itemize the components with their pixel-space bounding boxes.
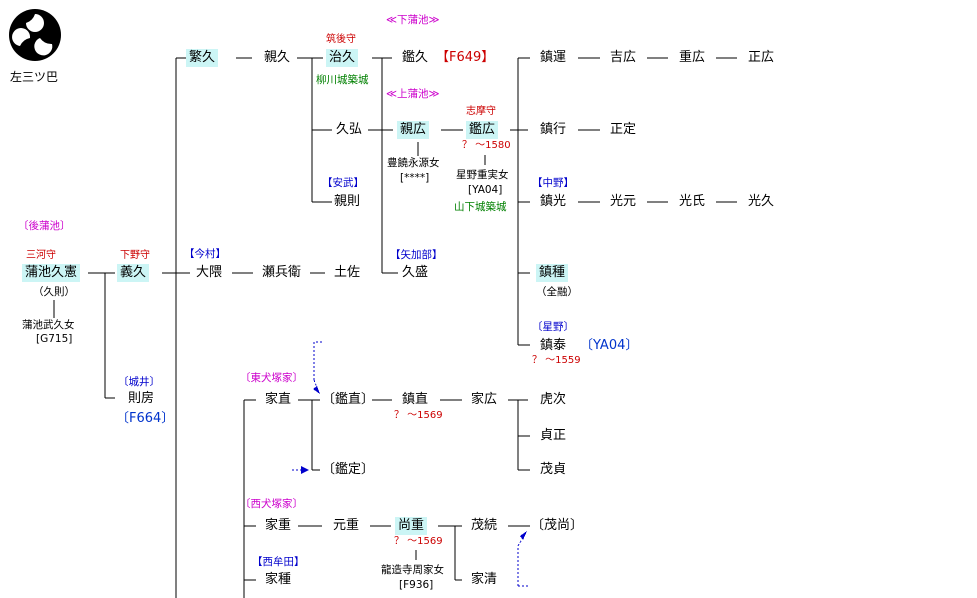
person-chikahiro: 親広 — [397, 121, 430, 139]
person-hisahiro: 久弘 — [336, 122, 363, 137]
branch-nakano: 【中野】 — [532, 177, 574, 189]
person-shigeyuki2: 鎮行 — [540, 122, 567, 137]
branch-imamura: 【今村】 — [184, 248, 226, 260]
tomoe-crest-icon — [9, 9, 61, 61]
person-chikahiro-wife: 豊饒永源女 — [387, 157, 440, 169]
person-yoshihiro: 吉広 — [610, 50, 637, 65]
person-norifusa: 則房 — [128, 391, 155, 406]
person-akihiro-wife: 星野重実女 — [456, 169, 509, 181]
person-kamachi-hisanori: 蒲池久憲 — [22, 264, 81, 282]
person-motoshige: 元重 — [333, 518, 360, 533]
person-shigesada: 茂貞 — [540, 462, 567, 477]
person-mitsuuji: 光氏 — [679, 194, 706, 209]
branch-nishimuta: 【西牟田】 — [252, 556, 305, 568]
person-akihiro-wife-ref: [YA04] — [468, 184, 503, 196]
dates-shigenao: ？ ～1569 — [394, 410, 443, 421]
person-shigetane: 鎮種 — [536, 264, 569, 282]
person-zenyu: （全融） — [536, 286, 578, 298]
person-chikahisa: 親久 — [264, 50, 291, 65]
person-haruhisa: 治久 — [326, 49, 359, 67]
dates-shigeyasu: ？ ～1559 — [532, 355, 581, 366]
person-akinao: 〔鑑直〕 — [322, 392, 375, 407]
link-norifusa-ref[interactable]: 〔F664〕 — [116, 411, 175, 426]
branch-nishi-inuzukake: 〔西犬塚家〕 — [240, 498, 303, 510]
person-iehiro: 家広 — [471, 392, 498, 407]
person-chikanori: 親則 — [334, 194, 361, 209]
person-ienao: 家直 — [265, 392, 292, 407]
branch-higashi-inuzukake: 〔東犬塚家〕 — [240, 372, 303, 384]
title-mikawa: 三河守 — [26, 250, 56, 261]
branch-yakabe: 【矢加部】 — [390, 249, 443, 261]
branch-hoshino: 〔星野〕 — [532, 321, 574, 333]
dates-naoshige: ？ ～1569 — [394, 536, 443, 547]
person-shigetsugu: 茂続 — [471, 518, 498, 533]
person-hisanori-wife-ref: [G715] — [36, 333, 73, 345]
person-tosa: 土佐 — [334, 265, 361, 280]
person-akisada: 〔鑑定〕 — [322, 462, 375, 477]
person-shigemitsu: 鎮光 — [540, 194, 567, 209]
person-mitsuhisa: 光久 — [748, 194, 775, 209]
person-naoshige: 尚重 — [395, 517, 428, 535]
person-hisamori: 久盛 — [402, 265, 429, 280]
person-masahiro: 正広 — [748, 50, 775, 65]
person-toraji: 虎次 — [540, 392, 567, 407]
person-ieshige: 家重 — [265, 518, 292, 533]
person-iekiyo: 家清 — [471, 572, 498, 587]
crest-caption: 左三ツ巴 — [10, 70, 59, 84]
person-shigeyasu: 鎮泰 — [540, 338, 567, 353]
branch-shimo-kamachi: ≪下蒲池≫ — [386, 14, 440, 26]
person-oguma: 大隈 — [196, 265, 223, 280]
person-shigenao: 鎮直 — [402, 392, 429, 407]
person-hisanori-wife: 蒲池武久女 — [22, 319, 75, 331]
link-shigeyasu-ref[interactable]: 〔YA04〕 — [580, 338, 639, 353]
person-ietane: 家種 — [265, 572, 292, 587]
branch-kami-kamachi: ≪上蒲池≫ — [386, 88, 440, 100]
person-yoshihisa: 義久 — [117, 264, 150, 282]
title-shima: 志摩守 — [466, 106, 496, 117]
person-shigehiro: 重広 — [679, 50, 706, 65]
person-mitsumoto: 光元 — [610, 194, 637, 209]
person-naoshige-wife: 龍造寺周家女 — [381, 564, 444, 576]
dates-akihiro: ？ ～1580 — [462, 140, 511, 151]
branch-anbu: 【安武】 — [322, 177, 364, 189]
person-chikahiro-wife-ref: [****] — [400, 172, 430, 184]
note-yamashita: 山下城築城 — [454, 201, 507, 213]
link-akihisa-ref[interactable]: 【F649】 — [436, 50, 495, 65]
note-yanagawa: 柳川城築城 — [316, 74, 369, 86]
title-chikugo: 筑後守 — [326, 34, 356, 45]
person-akihisa: 鑑久 — [402, 50, 429, 65]
person-shigenao2: 〔茂尚〕 — [531, 518, 584, 533]
branch-go-kamachi: 〔後蒲池〕 — [18, 220, 71, 232]
person-hisanori-alias: （久則） — [33, 286, 75, 298]
person-akihiro: 鑑広 — [466, 121, 499, 139]
person-masasada: 正定 — [610, 122, 637, 137]
branch-jyoui: 〔城井〕 — [118, 376, 160, 388]
person-shigehisa: 繁久 — [186, 49, 219, 67]
person-sadamasa: 貞正 — [540, 428, 567, 443]
person-naoshige-wife-ref: [F936] — [399, 579, 434, 591]
title-shimotsuke: 下野守 — [120, 250, 150, 261]
person-shigeyuki: 鎮運 — [540, 50, 567, 65]
person-sebyoe: 瀬兵衛 — [262, 265, 302, 280]
